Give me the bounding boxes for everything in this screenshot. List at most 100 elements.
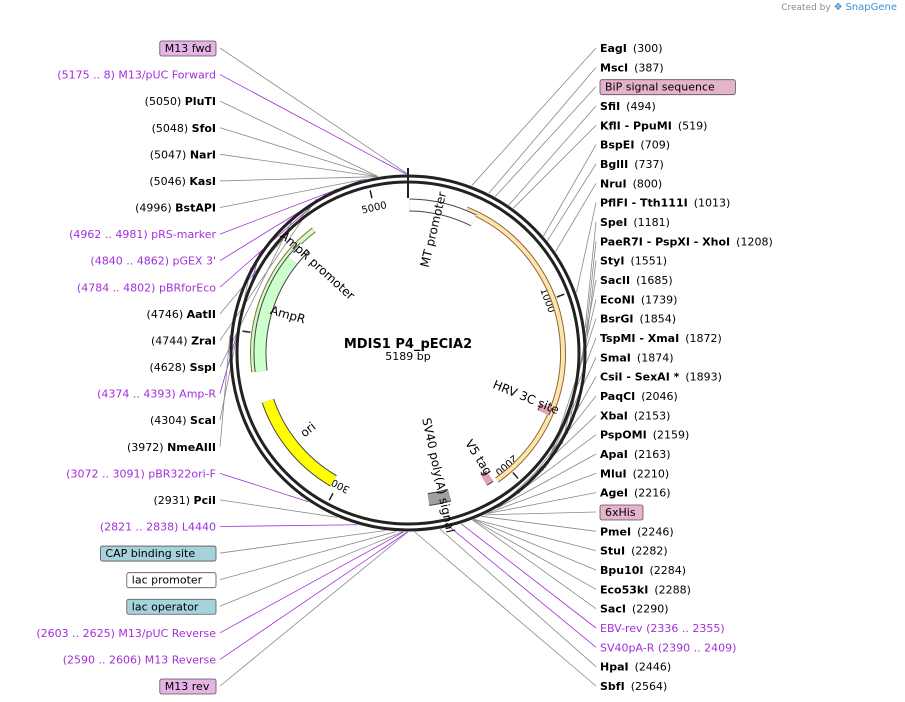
enzyme-position: (1685) — [636, 274, 673, 287]
enzyme-name: BsrGI — [600, 313, 633, 326]
enzyme-name: KasI — [189, 175, 216, 188]
enzyme-label-hpai: HpaI(2446) — [600, 661, 671, 674]
enzyme-name: SacII — [600, 274, 630, 287]
leader-kasi — [219, 176, 378, 182]
enzyme-name: ApaI — [600, 448, 628, 461]
enzyme-name: Eco53kI — [600, 583, 648, 596]
enzyme-name: PaqCI — [600, 390, 635, 403]
enzyme-label-pcii: (2931) PciI — [153, 494, 216, 507]
enzyme-label-bspei: BspEI(709) — [600, 139, 670, 152]
enzyme-name: MscI — [600, 61, 628, 74]
enzyme-name: PluTI — [185, 95, 216, 108]
leader-spei — [584, 221, 597, 328]
leader-5175-8-m13-puc-forward — [219, 74, 407, 175]
enzyme-position: (1013) — [694, 197, 731, 210]
primer-label-ebv-rev: EBV-rev (2336 .. 2355) — [600, 622, 725, 635]
enzyme-name: PciI — [194, 494, 216, 507]
enzyme-label-kasi: (5046) KasI — [149, 175, 216, 188]
tick-mark-3000 — [328, 492, 334, 501]
feature-box-label-6xhis: 6xHis — [605, 506, 636, 519]
orf-arc-0 — [465, 206, 567, 483]
enzyme-name: XbaI — [600, 409, 628, 422]
enzyme-position: (5050) — [145, 95, 185, 108]
enzyme-position: (2210) — [633, 467, 670, 480]
enzyme-name: SfiI — [600, 100, 620, 113]
leader-m13-rev — [219, 531, 409, 687]
enzyme-position: (5046) — [149, 175, 189, 188]
feature-sv40-poly-a-signal-arrow — [427, 489, 452, 506]
enzyme-label-sspi: (4628) SspI — [149, 361, 216, 374]
enzyme-position: (1854) — [639, 313, 676, 326]
enzyme-position: (300) — [633, 42, 663, 55]
leader-2603-2625-m13-puc-reverse — [219, 531, 404, 634]
enzyme-label-econi: EcoNI(1739) — [600, 293, 677, 306]
enzyme-name: EcoNI — [600, 293, 635, 306]
enzyme-name: SmaI — [600, 351, 631, 364]
enzyme-position: (800) — [633, 177, 663, 190]
enzyme-name: StyI — [600, 255, 624, 268]
enzyme-name: BglII — [600, 158, 628, 171]
enzyme-position: (1893) — [685, 371, 722, 384]
enzyme-name: ZraI — [191, 334, 216, 347]
enzyme-name: BspEI — [600, 139, 634, 152]
enzyme-position: (4304) — [150, 414, 190, 427]
leader-bpu10i — [473, 519, 597, 571]
feature-mt-promoter-arrow — [409, 199, 477, 226]
enzyme-name: SspI — [190, 361, 216, 374]
enzyme-name: ScaI — [190, 414, 216, 427]
feature-box-6xhis — [599, 504, 644, 521]
leader-2590-2606-m13-reverse — [219, 531, 408, 660]
feature-hrv-3c-site-label: HRV 3C site — [491, 377, 561, 417]
leader-sfii — [508, 105, 597, 206]
primer-label-2590-2606-m13-reverse: (2590 .. 2606) M13 Reverse — [63, 653, 216, 666]
enzyme-label-paqci: PaqCI (2046) — [600, 390, 678, 403]
enzyme-name: PmeI — [600, 525, 631, 538]
leader-ebv-rev — [461, 523, 597, 629]
enzyme-label-aatii: (4746) AatII — [147, 308, 216, 321]
enzyme-position: (2284) — [650, 564, 687, 577]
feature-box-bip-signal-sequence — [599, 79, 736, 96]
enzyme-position: (1551) — [630, 255, 667, 268]
enzyme-position: (5047) — [150, 148, 190, 161]
enzyme-name: NarI — [190, 148, 216, 161]
leader-3072-3091-pbr322ori-f — [219, 472, 309, 503]
enzyme-label-pflfi-tth111i: PflFI - Tth111I(1013) — [600, 197, 730, 210]
enzyme-position: (1181) — [633, 216, 670, 229]
leader-eagi — [471, 47, 597, 186]
leader-lac-operator — [219, 531, 403, 607]
enzyme-label-tspmi-xmai: TspMI - XmaI(1872) — [600, 332, 722, 345]
enzyme-label-sfoi: (5048) SfoI — [152, 122, 216, 135]
enzyme-position: (4628) — [149, 361, 189, 374]
enzyme-label-agei: AgeI(2216) — [600, 487, 671, 500]
enzyme-position: (2288) — [654, 583, 691, 596]
leader-sbfi — [414, 531, 597, 687]
leader-bglii — [547, 163, 597, 241]
orf-arc-fill-0 — [465, 207, 566, 482]
leader-saci — [472, 519, 597, 609]
enzyme-label-pluti: (5050) PluTI — [145, 95, 216, 108]
leader-nmeaiii — [219, 335, 231, 447]
enzyme-name: TspMI - XmaI — [600, 332, 679, 345]
feature-box-label-bip-signal-sequence: BiP signal sequence — [605, 81, 715, 94]
enzyme-label-mlui: MluI(2210) — [600, 467, 669, 480]
enzyme-position: (2046) — [641, 390, 678, 403]
leader-bspei — [543, 144, 597, 237]
enzyme-position: (4744) — [151, 334, 191, 347]
enzyme-label-smai: SmaI(1874) — [600, 351, 673, 364]
credit-prefix: Created by — [781, 3, 831, 13]
enzyme-name: NmeAIII — [167, 441, 216, 454]
enzyme-name: EagI — [600, 42, 627, 55]
leader-sv40pa-r — [449, 526, 597, 648]
enzyme-position: (3972) — [127, 441, 167, 454]
enzyme-label-pspomi: PspOMI(2159) — [600, 429, 689, 442]
enzyme-position: (2446) — [635, 661, 672, 674]
leader-apai — [497, 453, 597, 509]
enzyme-position: (2153) — [634, 409, 671, 422]
enzyme-label-eagi: EagI (300) — [600, 42, 663, 55]
enzyme-position: (5048) — [152, 122, 192, 135]
primer-label-4962-4981-prs-marker: (4962 .. 4981) pRS-marker — [69, 228, 216, 241]
enzyme-label-stui: StuI(2282) — [600, 545, 668, 558]
enzyme-position: (2159) — [653, 429, 690, 442]
enzyme-label-eco53ki: Eco53kI (2288) — [600, 583, 691, 596]
leader-agei — [487, 492, 597, 514]
